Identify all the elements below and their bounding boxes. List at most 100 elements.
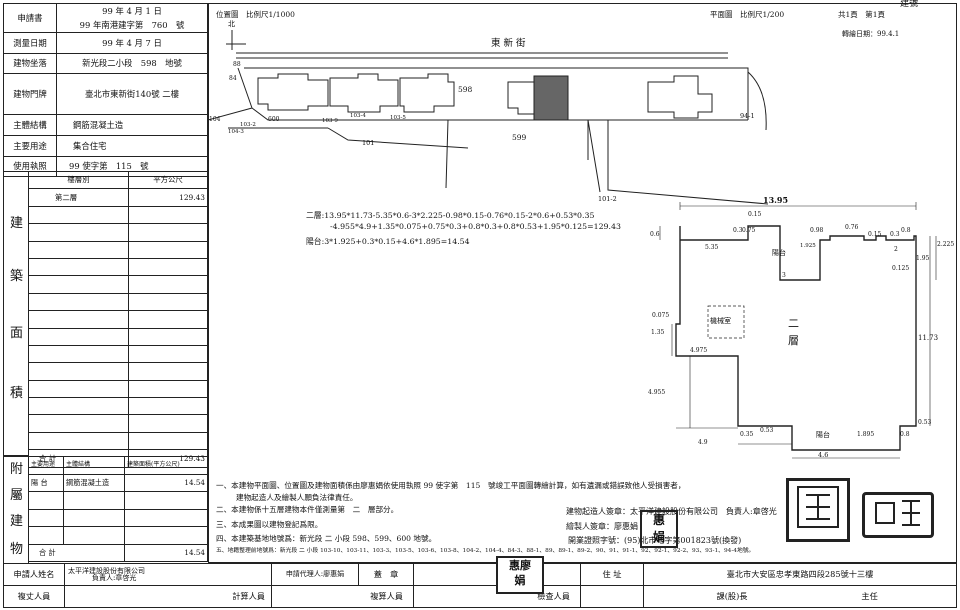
lot-103-5: 103-5 [390,115,406,121]
balcony-label-bottom: 陽台 [816,431,830,439]
side-char-2: 築 [10,269,24,284]
application-no-label: 申請書 [3,3,57,33]
dim-top: 13.95 [763,195,789,205]
section-chief-label: 課(股)長 [716,591,748,602]
dim-1925: 1.925 [800,243,816,249]
door-label: 建物門牌 [3,73,57,116]
north-label: 北 [228,20,235,28]
formula-balcony: 陽台:3*1.925+0.3*0.15+4.6*1.895=14.54 [306,237,470,246]
seal-corner-text: 建號 [900,0,919,9]
dim-053: 0.53 [760,427,774,434]
dim-098: 0.98 [810,227,824,234]
usage-label: 主要用途 [3,135,57,157]
machine-room-label: 機械室 [710,317,731,325]
drafter-signature-line: 繪製人簽章：廖惠娟 [566,522,638,531]
dim-535: 5.35 [705,244,719,251]
drafter-stamp: 惠娟 [640,510,678,548]
note-2: 二、本建物係十五層建物本件僅測量第 二 層部分。 [216,505,399,514]
side-char-4: 積 [10,386,24,401]
dim-49: 4.9 [698,439,708,446]
agent-cell: 申請代理人:廖惠娟 [271,563,359,586]
note-1-continued: 建物起造人及繪製人願負法律責任。 [236,493,358,502]
lot-103-2: 103-2 [240,122,256,128]
attach-char-3: 建 [10,514,24,529]
balcony-label-top: 陽台 [772,249,786,257]
floor-plan-label: 平面圖 比例尺1/200 [710,10,785,19]
attach-total-label: 合 計 [28,543,125,562]
formula-main: 二層:13.95*11.73-5.35*0.6-3*2.225-0.98*0.1… [306,211,595,220]
dim-2225: 2.225 [937,241,955,248]
lot-103-9: 103-9 [322,118,338,124]
applicant-representative: 負責人:章啓光 [92,573,137,582]
lot-94-1: 94-1 [740,112,755,120]
dim-03b: 0.3 [890,231,900,238]
dim-46: 4.6 [818,451,829,459]
applicant-company: 太平洋建設股份有限公司 [68,566,145,575]
lot-598: 598 [458,85,473,94]
dim-1173: 11.73 [918,334,939,342]
dim-053b: 0.53 [918,419,932,426]
lot-88: 88 [233,61,241,68]
lot-599: 599 [512,133,527,142]
lot-104-3: 104-3 [228,129,244,135]
side-char-1: 建 [10,216,24,231]
agent-stamp-cell: 惠廖娟 [413,556,581,594]
structure-label: 主體結構 [3,114,57,137]
dim-0075: 0.075 [652,312,670,319]
attach-struct: 鋼筋混凝土造 [63,473,125,492]
transfer-date: 轉繪日期：99.4.1 [842,30,900,38]
note-1: 一、本建物平面圖、位置圖及建物面積係由廖惠娟依使用執照 99 使字第 115 號… [216,481,686,490]
lot-101-2: 101-2 [598,195,617,203]
dim-1895: 1.895 [857,431,875,438]
street-name: 東新街 [491,38,529,49]
floor-char-1: 二 [788,317,799,330]
chief-cell: 課(股)長 主任 [643,585,957,608]
attach-total: 14.54 [124,543,208,562]
seal-label: 蓋 章 [358,563,414,586]
dim-015: 0.15 [748,211,762,218]
floor-char-2: 層 [788,334,799,347]
attach-area: 14.54 [124,473,208,492]
dim-08: 0.8 [901,227,911,234]
lot-103-4: 103-4 [350,113,366,119]
attach-char-4: 物 [10,542,24,557]
structure-value: 鋼筋混凝土造 [56,114,208,137]
note-4: 四、本建築基地地號爲：新光段 二 小段 598、599、600 地號。 [216,534,437,543]
area-side-column: 建 築 面 積 [3,171,29,456]
lot-104: 104 [209,116,221,123]
col-struct: 主體結構 [63,456,125,475]
dim-3: 3 [782,272,786,279]
bottom-signature-table: 申請人姓名 太平洋建設股份有限公司 負責人:章啓光 申請代理人:廖惠娟 蓋 章 … [3,556,957,608]
address-value: 臺北市大安區忠孝東路四段285號十三樓 [643,563,957,586]
location-value: 新光段二小段 598 地號 [56,52,208,75]
dim-03: 0.3 [733,227,743,234]
application-no-number: 99 年南港建字第 760 號 [56,18,208,33]
door-value: 臺北市東新街140號 二樓 [56,73,208,116]
dim-08b: 0.8 [900,431,910,438]
lot-600: 600 [268,116,280,123]
application-no-date: 99 年 4 月 1 日 [56,3,208,18]
lot-101: 101 [362,139,375,147]
attach-char-2: 屬 [10,488,24,503]
license-number: 開業證照字號：(95)北市地字第001823號(換發) [568,536,742,545]
company-seal-glyph [797,486,839,528]
note-3: 三、本成果圖以建物登記爲限。 [216,520,323,529]
applicant-label: 申請人姓名 [3,563,65,586]
note-5: 五、地籍整理前地號爲：新光段 二 小段 103-10、103-11、103-3、… [216,548,755,554]
chairman-seal-glyph [875,500,920,526]
attach-use: 陽 台 [28,473,64,492]
col-sqm: 平方公尺 [128,170,208,190]
chairman-seal-stamp [862,492,934,538]
company-seal-stamp [786,478,850,542]
floor-area: 129.43 [128,188,208,207]
recheck-label: 複算人員 [271,585,414,608]
dim-076: 0.76 [845,224,859,231]
formula-continued: -4.955*4.9+1.35*0.075+0.75*0.3+0.8*0.3+0… [330,222,621,231]
dim-035: 0.35 [740,431,754,438]
surveyor-label: 複丈人員 [3,585,65,608]
col-area: 建築面積(平方公尺) [124,456,208,475]
survey-date: 99 年 4 月 7 日 [56,32,208,54]
applicant-cell: 太平洋建設股份有限公司 負責人:章啓光 [64,563,272,586]
col-floor: 樓層別 [28,170,129,190]
